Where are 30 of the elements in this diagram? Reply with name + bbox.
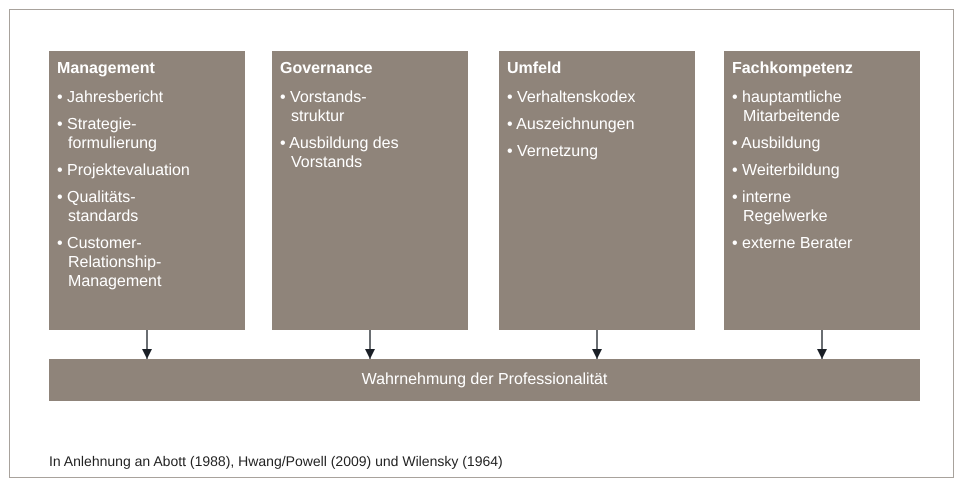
box-heading: Management bbox=[57, 59, 156, 79]
box-heading: Umfeld bbox=[507, 59, 562, 79]
category-box bbox=[499, 51, 695, 330]
arrow bbox=[592, 330, 602, 359]
box-heading: Governance bbox=[280, 59, 374, 79]
bar-label: Wahrnehmung der Professionalität bbox=[362, 370, 608, 390]
bullet-item: • Vernetzung bbox=[507, 142, 599, 161]
bullet-item: • interne Regelwerke bbox=[732, 188, 828, 226]
bullet-item: • Qualitäts- standards bbox=[57, 188, 140, 226]
bullet-item: • Jahresbericht bbox=[57, 88, 164, 107]
category-box bbox=[724, 51, 920, 330]
box-heading: Fachkompetenz bbox=[732, 59, 854, 79]
arrow bbox=[365, 330, 375, 359]
category-box bbox=[272, 51, 468, 330]
bullet-item: • Vorstands- struktur bbox=[280, 88, 368, 126]
bullet-item: • Ausbildung des Vorstands bbox=[280, 134, 400, 172]
bullet-item: • Verhaltenskodex bbox=[507, 88, 636, 107]
bullet-item: • Projektevaluation bbox=[57, 161, 191, 180]
bullet-item: • externe Berater bbox=[732, 234, 854, 253]
bullet-item: • Customer- Relationship- Management bbox=[57, 234, 162, 291]
arrow bbox=[817, 330, 827, 359]
bullet-item: • Ausbildung bbox=[732, 134, 822, 153]
bullet-item: • Auszeichnungen bbox=[507, 115, 636, 134]
bullet-item: • Strategie- formulierung bbox=[57, 115, 158, 153]
result-bar bbox=[49, 359, 920, 401]
bullet-item: • hauptamtliche Mitarbeitende bbox=[732, 88, 843, 126]
bullet-item: • Weiterbildung bbox=[732, 161, 841, 180]
category-box bbox=[49, 51, 245, 330]
caption: In Anlehnung an Abott (1988), Hwang/Powell (2009) und Wilensky (1964) bbox=[49, 453, 503, 469]
arrow bbox=[142, 330, 152, 359]
